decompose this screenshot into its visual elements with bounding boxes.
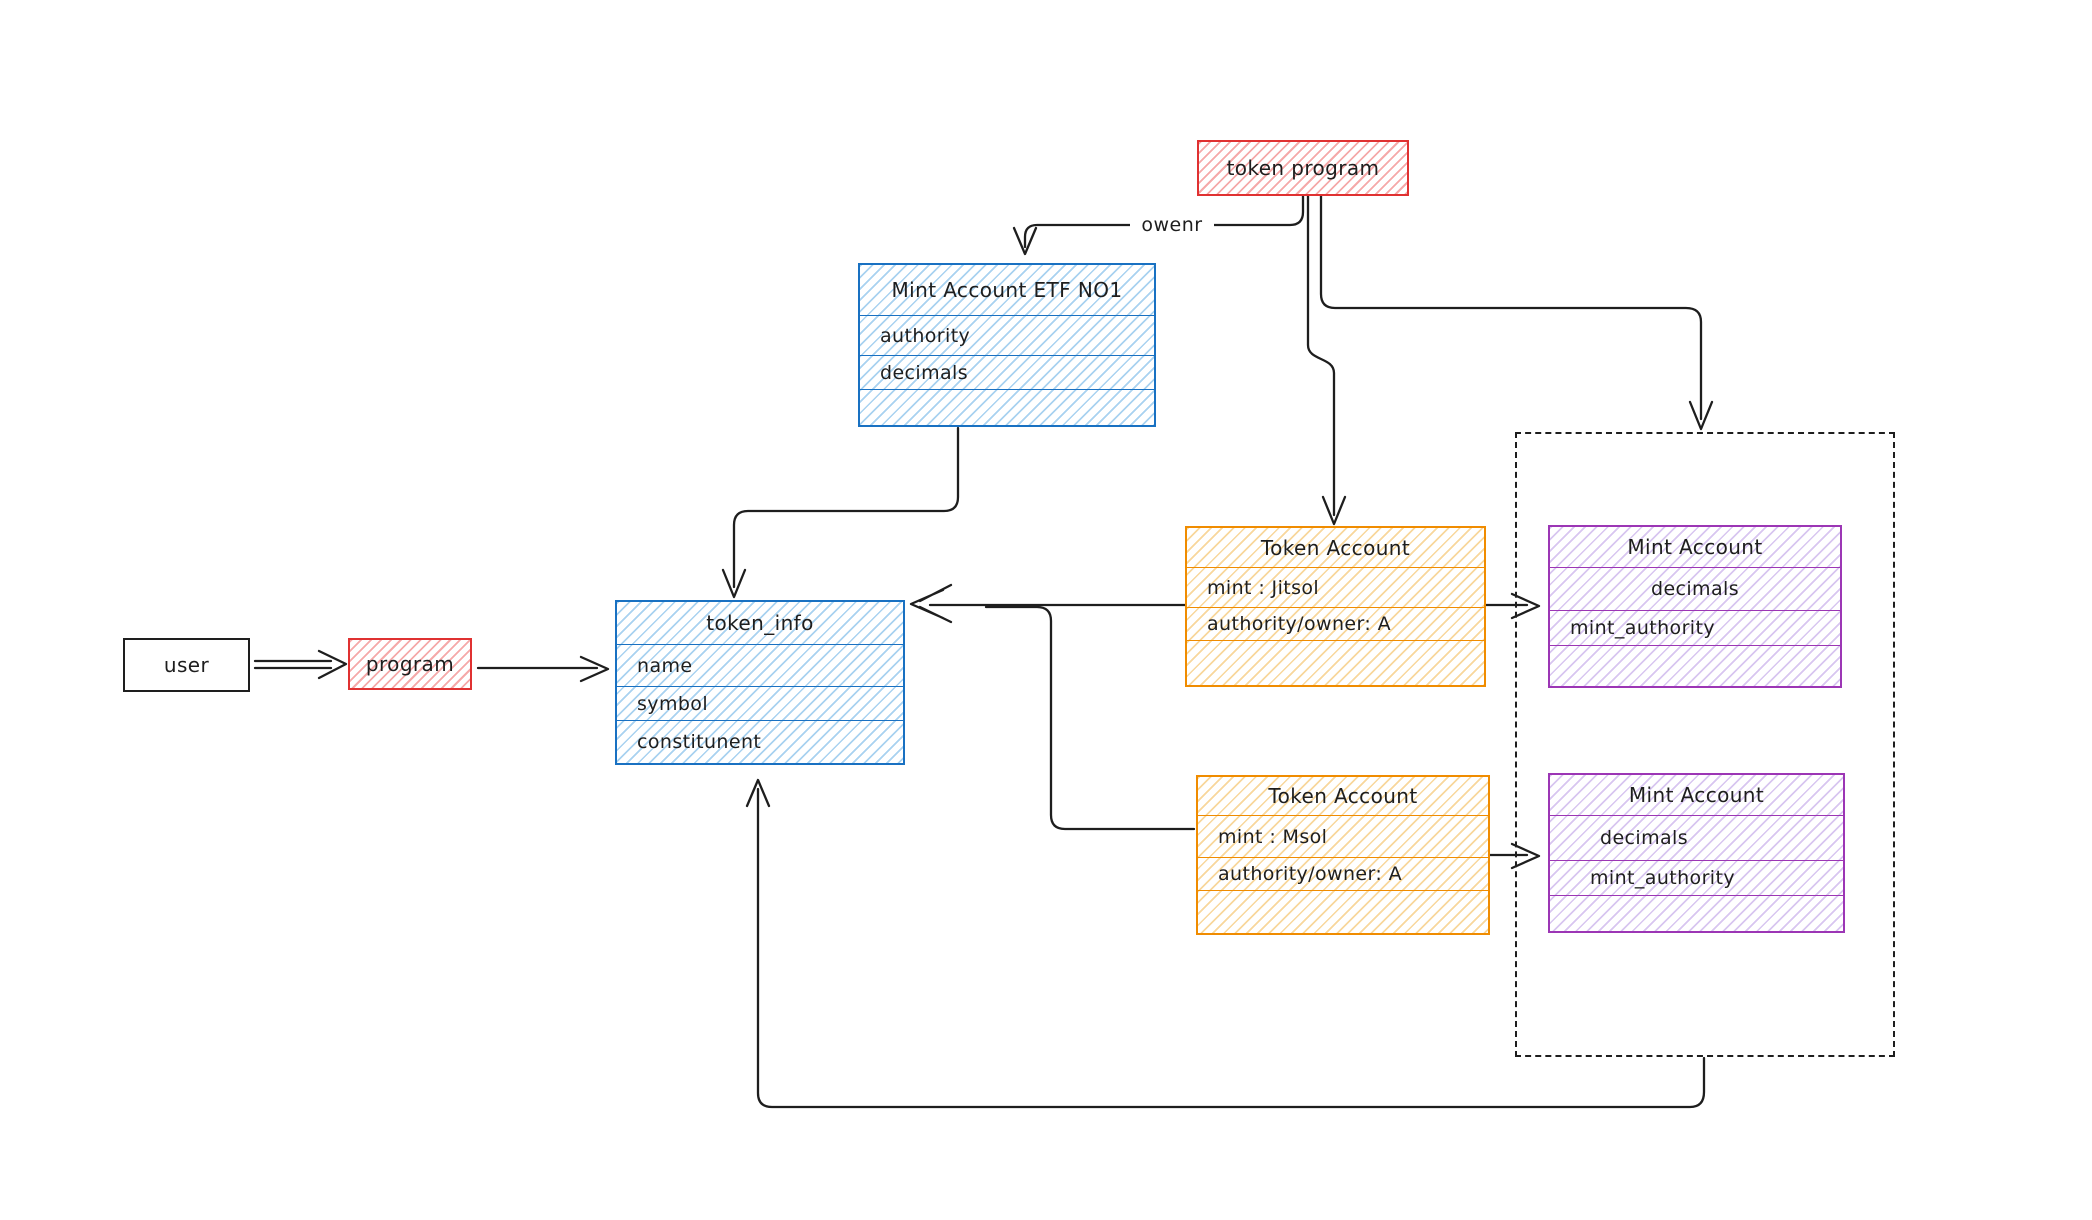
node-row-decimals: decimals <box>860 355 1154 389</box>
node-user[interactable]: user <box>123 638 250 692</box>
node-row-empty <box>1187 640 1484 685</box>
node-row-authority-owner: authority/owner: A <box>1198 857 1488 890</box>
node-token-program[interactable]: token program <box>1197 140 1409 196</box>
node-title: token program <box>1226 156 1380 180</box>
node-token-info[interactable]: token_info name symbol constitunent <box>615 600 905 765</box>
node-row-authority-owner: authority/owner: A <box>1187 607 1484 640</box>
node-title: program <box>365 652 455 676</box>
arrow-token-program-to-group <box>1319 194 1714 431</box>
arrow-token-account-jitsol-to-token-info <box>909 583 1187 624</box>
node-token-account-msol[interactable]: Token Account mint : Msol authority/owne… <box>1196 775 1490 935</box>
node-row-decimals: decimals <box>1550 567 1840 610</box>
node-title: user <box>163 653 210 677</box>
mint-accounts-group-box[interactable] <box>1515 432 1895 1057</box>
node-title: Mint Account ETF NO1 <box>891 278 1123 302</box>
node-mint-account-msol[interactable]: Mint Account decimals mint_authority <box>1548 773 1845 933</box>
node-title: token_info <box>706 611 814 635</box>
node-row-decimals: decimals <box>1550 815 1843 860</box>
node-row-mint-authority: mint_authority <box>1550 860 1843 895</box>
node-row-name: name <box>617 644 903 686</box>
node-row-empty <box>860 389 1154 425</box>
line-token-account-msol-merge <box>984 605 1196 831</box>
node-row-mint-authority: mint_authority <box>1550 610 1840 645</box>
node-mint-account-etf[interactable]: Mint Account ETF NO1 authority decimals <box>858 263 1156 427</box>
node-row-symbol: symbol <box>617 686 903 720</box>
node-row-constitunent: constitunent <box>617 720 903 763</box>
node-row-empty <box>1550 645 1840 686</box>
edge-label-owner: owenr <box>1130 212 1214 238</box>
node-row-mint: mint : Jitsol <box>1187 567 1484 607</box>
node-row-mint: mint : Msol <box>1198 815 1488 857</box>
arrow-token-program-to-token-account-jitsol <box>1306 194 1347 526</box>
arrow-mint-etf-to-token-info <box>721 426 960 599</box>
arrow-user-to-program <box>253 649 348 680</box>
arrow-program-to-token-info <box>476 655 610 683</box>
node-title: Mint Account <box>1627 535 1763 559</box>
node-mint-account-jitsol[interactable]: Mint Account decimals mint_authority <box>1548 525 1842 688</box>
node-title: Mint Account <box>1628 783 1765 807</box>
node-row-empty <box>1198 890 1488 933</box>
node-row-empty <box>1550 895 1843 931</box>
node-program[interactable]: program <box>348 638 472 690</box>
node-title: Token Account <box>1268 784 1418 808</box>
node-title: Token Account <box>1260 535 1411 560</box>
node-row-authority: authority <box>860 315 1154 355</box>
node-token-account-jitsol[interactable]: Token Account mint : Jitsol authority/ow… <box>1185 526 1486 687</box>
